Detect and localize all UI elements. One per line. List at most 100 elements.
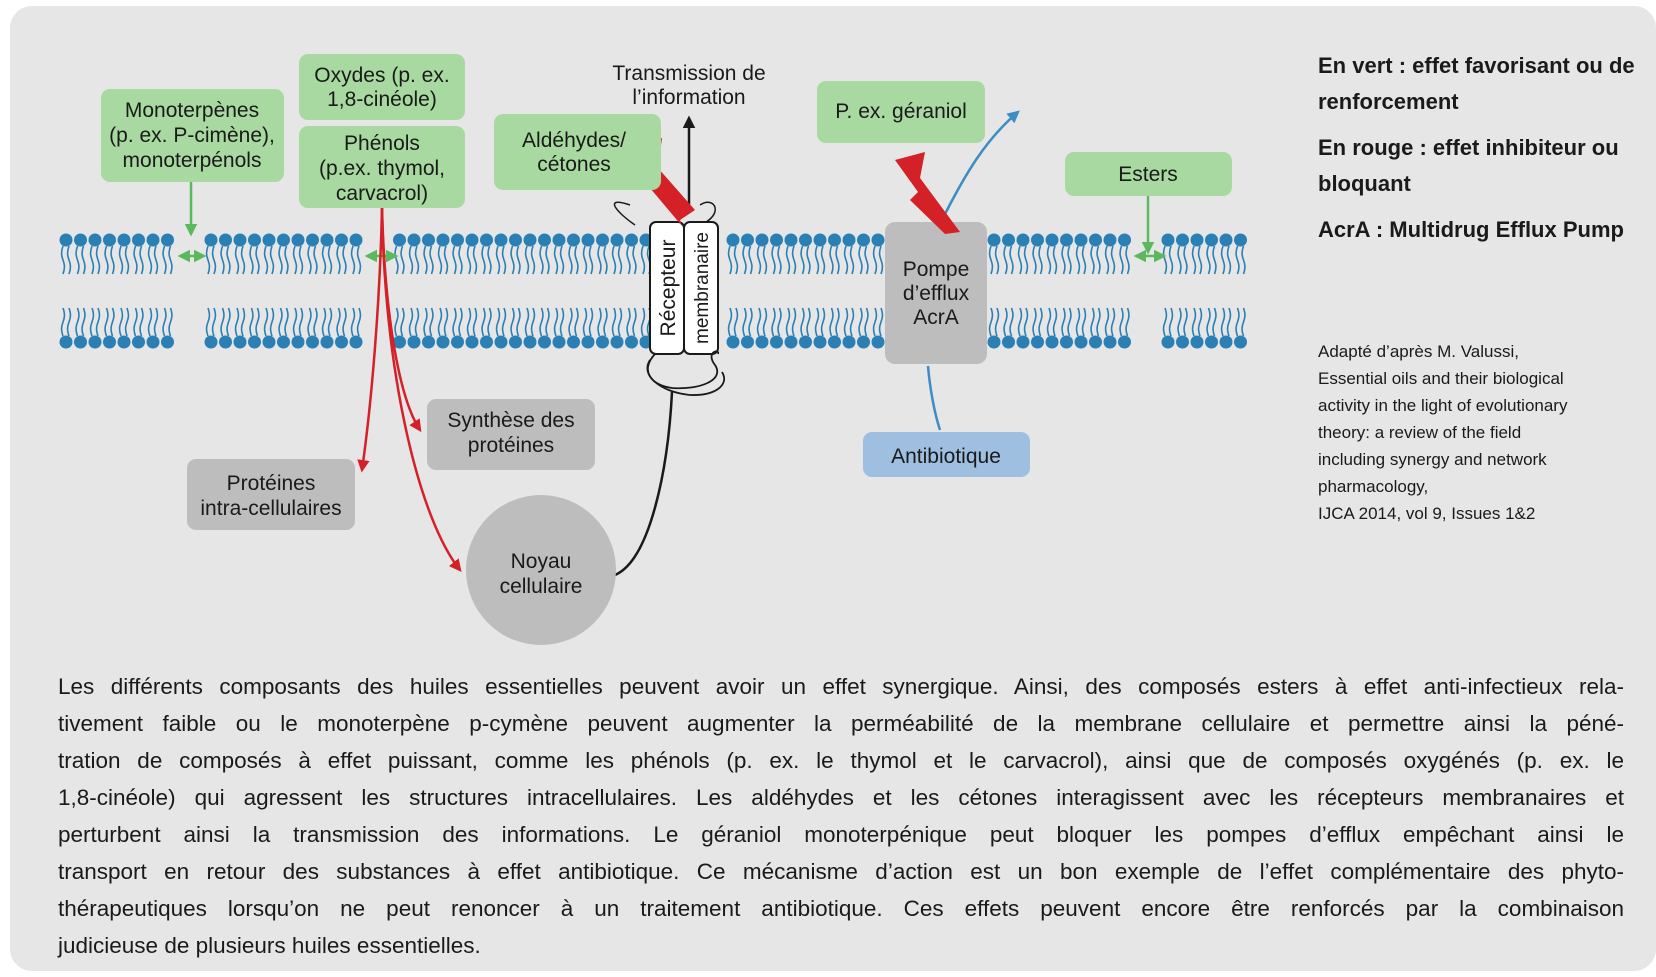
lipid-tail xyxy=(1206,245,1217,275)
lipid-tail xyxy=(597,245,608,275)
lipid-head xyxy=(523,233,537,247)
lipid-head xyxy=(494,335,508,349)
lipid-tail xyxy=(1177,307,1188,337)
lipid-head xyxy=(306,233,319,247)
lipid-head xyxy=(291,233,305,247)
lipid-tail xyxy=(466,307,478,337)
lipid-tail xyxy=(742,307,753,337)
lipid-head xyxy=(625,233,638,247)
lipid-tail xyxy=(394,245,405,275)
lipid-head xyxy=(1031,233,1044,247)
lipid-tail xyxy=(307,307,318,337)
lipid-head xyxy=(1002,233,1015,247)
lipid-tail xyxy=(481,307,492,337)
lipid-head xyxy=(74,335,87,349)
lipid-bilayer xyxy=(59,233,1247,349)
lipid-head xyxy=(1060,233,1073,247)
lipid-tail xyxy=(89,245,101,275)
lightning-bolt-geraniol xyxy=(895,152,960,234)
lipid-head xyxy=(277,233,290,247)
svg-text:intra-cellulaires: intra-cellulaires xyxy=(200,497,341,520)
lipid-head xyxy=(204,233,218,247)
legend-acra: AcrA : Multidrug Efflux Pump xyxy=(1318,217,1624,242)
lipid-tail xyxy=(147,307,159,337)
lipid-tail xyxy=(988,307,1000,337)
lipid-tail xyxy=(829,245,840,275)
svg-text:l’information: l’information xyxy=(632,86,745,109)
svg-text:carvacrol): carvacrol) xyxy=(336,182,428,205)
box-esters: Esters xyxy=(1065,152,1232,196)
lipid-tail xyxy=(452,245,463,275)
lipid-tail xyxy=(1090,307,1101,337)
lipid-tail xyxy=(785,307,797,337)
lipid-head xyxy=(204,335,218,349)
lipid-head xyxy=(1045,233,1059,247)
lipid-tail xyxy=(1191,245,1203,275)
lipid-tail xyxy=(756,245,768,275)
lipid-head xyxy=(480,335,493,349)
lipid-head xyxy=(248,233,261,247)
lipid-tail xyxy=(278,245,289,275)
lipid-head xyxy=(407,335,421,349)
lipid-head xyxy=(349,233,363,247)
lipid-tail xyxy=(1061,245,1072,275)
lipid-head xyxy=(567,335,580,349)
lipid-head xyxy=(291,335,305,349)
lipid-tail xyxy=(495,245,507,275)
box-aldehydes: Aldéhydes/ cétones xyxy=(494,114,661,190)
lipid-head xyxy=(538,335,551,349)
lipid-tail xyxy=(988,245,1000,275)
lipid-tail xyxy=(423,245,434,275)
lipid-tail xyxy=(423,307,434,337)
lipid-head xyxy=(262,233,276,247)
lipid-head xyxy=(219,335,232,349)
lipid-tail xyxy=(1206,307,1217,337)
lipid-tail xyxy=(510,245,521,275)
lipid-head xyxy=(1234,335,1247,349)
lipid-head xyxy=(1016,335,1030,349)
lipid-tail xyxy=(292,307,304,337)
lipid-head xyxy=(726,335,740,349)
lipid-head xyxy=(74,233,87,247)
lipid-tail xyxy=(1220,245,1232,275)
lipid-head xyxy=(248,335,261,349)
antibiotic-link xyxy=(926,365,942,431)
lipid-tail xyxy=(539,245,550,275)
lipid-head xyxy=(741,335,754,349)
lipid-head xyxy=(1045,335,1059,349)
lipid-head xyxy=(552,335,566,349)
lipid-tail xyxy=(800,245,811,275)
lipid-head xyxy=(59,233,73,247)
lipid-head xyxy=(1176,335,1189,349)
lipid-head xyxy=(335,335,348,349)
lipid-head xyxy=(1219,233,1233,247)
lipid-head xyxy=(813,233,827,247)
membrane-receptor: Récepteur membranaire xyxy=(613,201,725,396)
lipid-tail xyxy=(742,245,753,275)
svg-text:Aldéhydes/: Aldéhydes/ xyxy=(522,129,626,152)
svg-text:d’efflux: d’efflux xyxy=(903,282,970,305)
lipid-tail xyxy=(263,307,275,337)
lipid-head xyxy=(161,233,174,247)
lipid-tail xyxy=(568,307,579,337)
svg-text:1,8-cinéole): 1,8-cinéole) xyxy=(327,88,437,111)
lipid-head xyxy=(1031,335,1044,349)
box-monoterpenes: Monoterpènes (p. ex. P-cimène), monoterp… xyxy=(101,89,284,182)
lipid-tail xyxy=(1075,245,1087,275)
lipid-head xyxy=(1118,233,1131,247)
lipid-tail xyxy=(104,245,115,275)
lipid-tail xyxy=(1046,307,1058,337)
efflux-pump xyxy=(885,222,987,364)
lipid-tail xyxy=(1235,245,1246,275)
lipid-tail xyxy=(205,307,217,337)
lipid-tail xyxy=(597,307,608,337)
lipid-tail xyxy=(89,307,101,337)
lipid-head xyxy=(1089,233,1102,247)
lipid-head xyxy=(219,233,232,247)
lipid-tail xyxy=(75,245,86,275)
lipid-head xyxy=(552,233,566,247)
svg-text:Antibiotique: Antibiotique xyxy=(891,445,1001,468)
membranaire-label: membranaire xyxy=(692,232,713,344)
lipid-head xyxy=(523,335,537,349)
lipid-head xyxy=(146,335,160,349)
